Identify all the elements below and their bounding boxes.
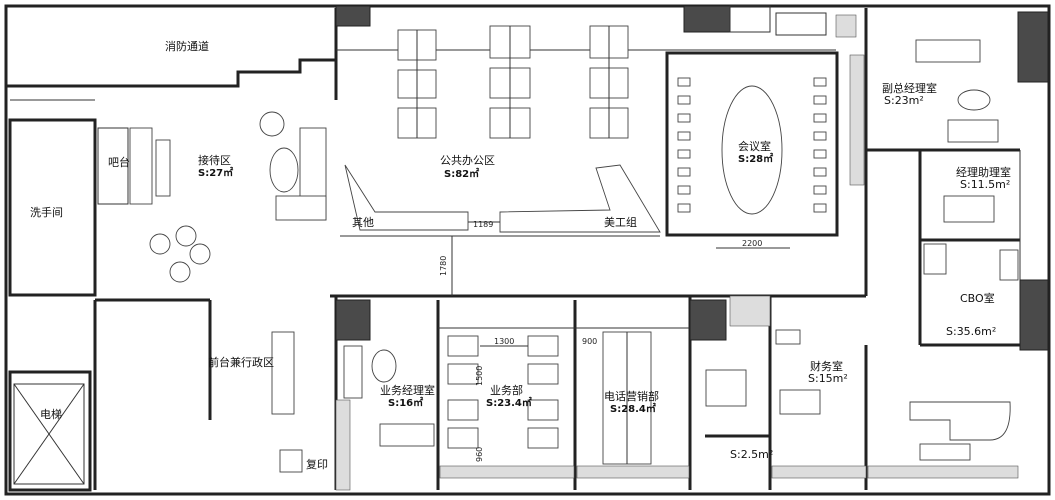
label-tele-sales: 电话营销部	[604, 389, 659, 403]
label-fire-passage: 消防通道	[165, 39, 209, 53]
workstation-cluster-mid	[489, 25, 531, 139]
dim-960: 960	[475, 447, 484, 462]
label-tele-sales-area: S:28.4㎡	[610, 402, 656, 415]
label-sales-dept-area: S:23.4㎡	[486, 396, 532, 409]
label-sales-mgr-area: S:16㎡	[388, 396, 423, 409]
label-asst-office-area: S:11.5m²	[960, 178, 1010, 191]
label-vp-office-area: S:23m²	[884, 94, 924, 107]
label-sales-dept: 业务部	[490, 383, 523, 397]
label-reception: 接待区	[198, 153, 231, 167]
label-front-desk: 前台兼行政区	[208, 355, 274, 369]
dimension-lines: 1189 2200 1780 1300 900 1500 960	[439, 220, 790, 462]
room-labels: 消防通道 洗手间 吧台 接待区 S:27㎡ 公共办公区 S:82㎡ 其他 美工组…	[30, 39, 1011, 471]
label-elevator: 电梯	[40, 408, 62, 421]
label-meeting: 会议室	[738, 139, 771, 153]
label-open-office: 公共办公区	[440, 154, 495, 167]
dim-1500: 1500	[475, 366, 484, 386]
dim-900: 900	[582, 337, 597, 346]
label-finance: 财务室	[810, 359, 843, 373]
label-open-office-area: S:82㎡	[444, 167, 479, 180]
meeting-chairs	[677, 77, 827, 213]
dim-2200: 2200	[742, 239, 762, 248]
hatched-elements	[13, 5, 1019, 491]
workstation-cluster-left	[397, 29, 437, 139]
label-cbo-office-area: S:35.6m²	[946, 325, 996, 338]
label-other: 其他	[352, 216, 374, 229]
label-art-group: 美工组	[604, 215, 637, 229]
structural-columns	[335, 5, 1049, 351]
workstation-cluster-right	[589, 25, 629, 139]
dim-1780: 1780	[439, 256, 448, 276]
outer-walls	[4, 4, 1051, 496]
label-sales-mgr: 业务经理室	[380, 383, 435, 397]
label-vp-office: 副总经理室	[882, 81, 937, 95]
dim-1189: 1189	[473, 220, 493, 229]
furniture	[97, 25, 1019, 473]
label-storage-area: S:2.5m²	[730, 448, 773, 461]
dim-1300: 1300	[494, 337, 514, 346]
label-bar: 吧台	[108, 155, 130, 169]
label-finance-area: S:15m²	[808, 372, 848, 385]
label-restroom: 洗手间	[30, 205, 63, 219]
label-asst-office: 经理助理室	[956, 165, 1011, 179]
label-reception-area: S:27㎡	[198, 166, 233, 179]
label-copy: 复印	[306, 457, 328, 471]
label-meeting-area: S:28㎡	[738, 152, 773, 165]
label-cbo-office: CBO室	[960, 291, 995, 305]
